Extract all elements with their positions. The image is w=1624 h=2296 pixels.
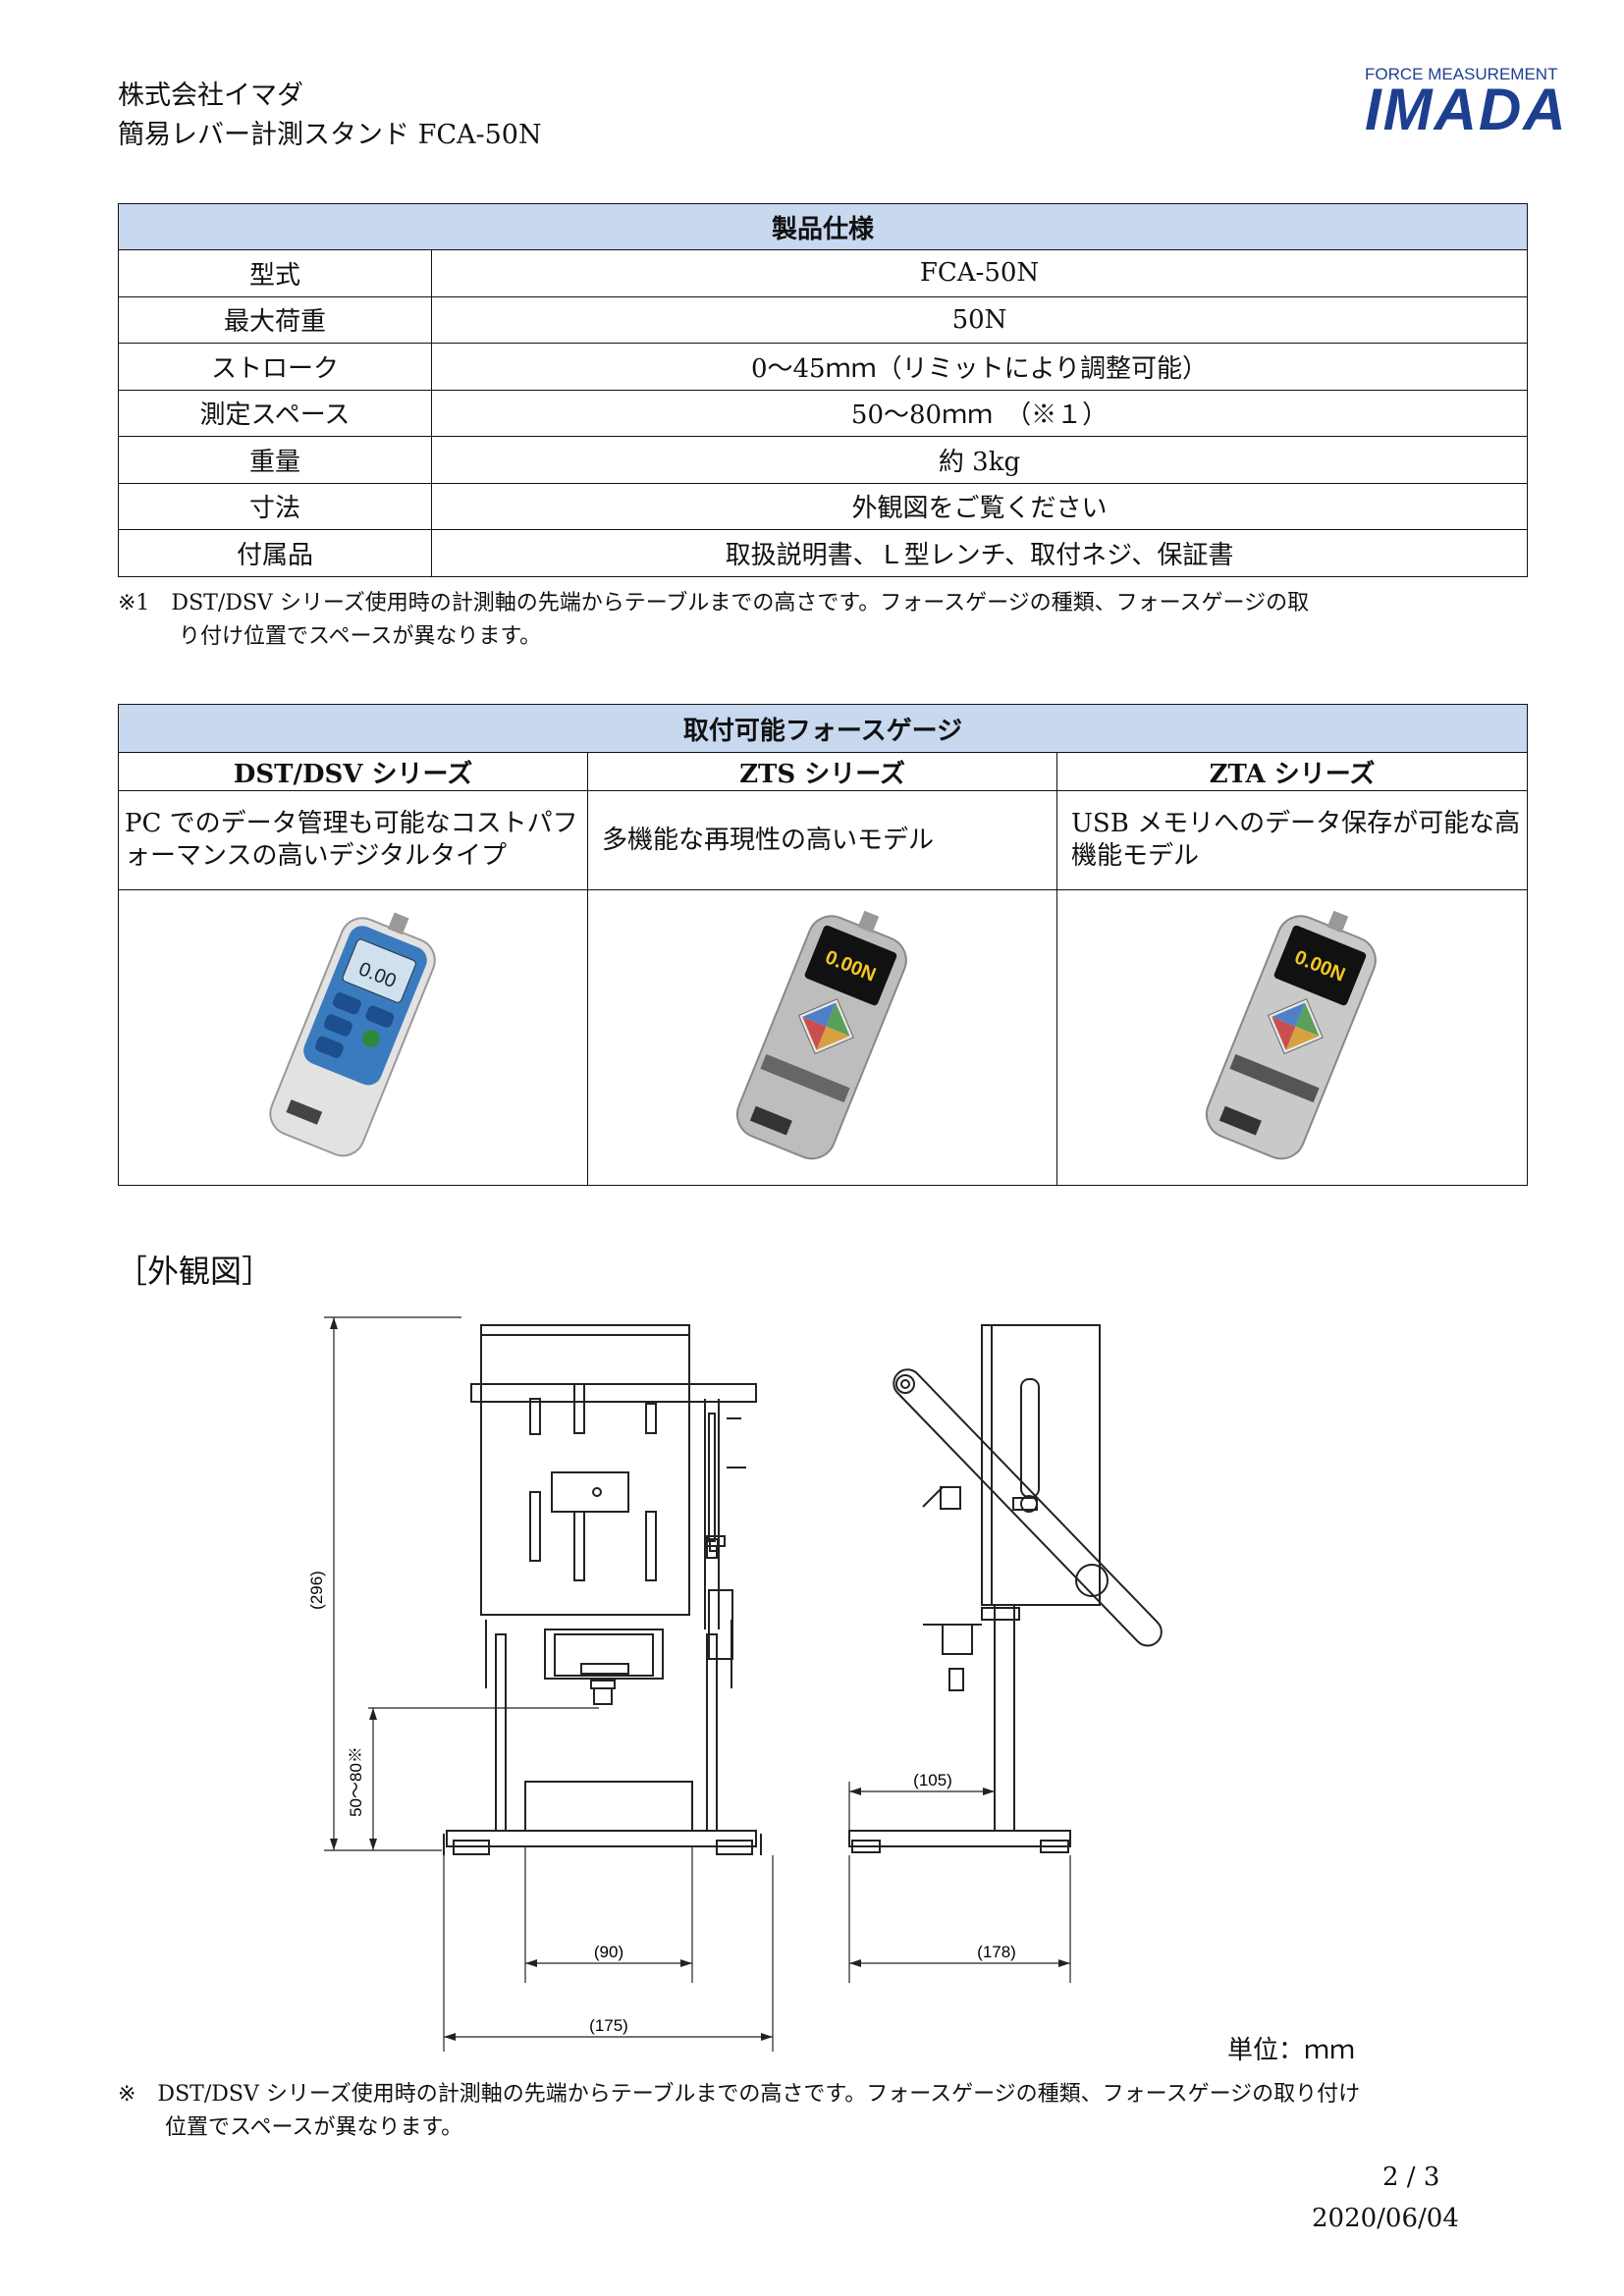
dim-space: 50～80※ — [347, 1746, 365, 1817]
footnote-2-line1: ※ DST/DSV シリーズ使用時の計測軸の先端からテーブルまでの高さです。フォ… — [118, 2082, 1361, 2107]
footnote-1-line1: ※1 DST/DSV シリーズ使用時の計測軸の先端からテーブルまでの高さです。フ… — [118, 591, 1310, 615]
spec-value: 取扱説明書、Ｌ型レンチ、取付ネジ、保証書 — [431, 529, 1528, 577]
dim-inner-width: (90) — [594, 1943, 623, 1961]
footnote-2-line2: 位置でスペースが異なります。 — [165, 2115, 463, 2140]
gauge-name: ZTA シリーズ — [1056, 752, 1528, 791]
dim-side-offset: (105) — [913, 1771, 952, 1789]
footnote-2: ※ DST/DSV シリーズ使用時の計測軸の先端からテーブルまでの高さです。フォ… — [118, 2078, 1360, 2145]
spec-label: 寸法 — [118, 482, 432, 530]
gauge-desc: 多機能な再現性の高いモデル — [587, 790, 1057, 890]
zts-gauge-image: 0.00N — [735, 910, 907, 1159]
exterior-drawing: (296) 50～80※ (90) (175) (105) (178) — [307, 1316, 1163, 2052]
gauge-image-cell: 0.00 — [118, 889, 588, 1186]
unit-label: 単位：ｍｍ — [1227, 2036, 1356, 2065]
dim-depth: (178) — [977, 1943, 1016, 1961]
front-frame — [480, 1324, 690, 1616]
zta-gauge-image: 0.00N — [1205, 910, 1377, 1159]
table-row: 最大荷重 50N — [118, 295, 1528, 344]
spec-label: 最大荷重 — [118, 295, 432, 344]
gauge-table: 取付可能フォースゲージ DST/DSV シリーズ ZTS シリーズ ZTA シリ… — [118, 704, 1528, 1186]
gauge-name: DST/DSV シリーズ — [118, 752, 588, 791]
page-number: 2 / 3 — [1382, 2163, 1440, 2192]
spec-label: 付属品 — [118, 529, 432, 577]
spec-value: 50～80ｍｍ （※１） — [431, 389, 1528, 437]
drawing-title: ［外観図］ — [116, 1253, 274, 1290]
dst-gauge-image: 0.00 — [268, 912, 436, 1156]
dim-height: (296) — [307, 1571, 326, 1610]
logo-brand: IMADA — [1365, 77, 1568, 142]
imada-logo: FORCE MEASUREMENT IMADA — [1365, 65, 1576, 142]
table-row: 測定スペース 50～80ｍｍ （※１） — [118, 389, 1528, 437]
spec-label: 測定スペース — [118, 389, 432, 437]
gauge-name: ZTS シリーズ — [587, 752, 1057, 791]
table-row: 付属品 取扱説明書、Ｌ型レンチ、取付ネジ、保証書 — [118, 529, 1528, 577]
table-row: 重量 約 3kg — [118, 436, 1528, 484]
spec-value: 50N — [431, 295, 1528, 344]
spec-value: 約 3kg — [431, 436, 1528, 484]
table-row: ストローク 0～45ｍｍ（リミットにより調整可能） — [118, 343, 1528, 391]
product-title: 簡易レバー計測スタンド FCA-50N — [118, 120, 542, 150]
spec-value: 0～45ｍｍ（リミットにより調整可能） — [431, 343, 1528, 391]
spec-label: 重量 — [118, 436, 432, 484]
spec-value: FCA-50N — [431, 249, 1528, 297]
document-date: 2020/06/04 — [1312, 2204, 1459, 2233]
footnote-1-line2: り付け位置でスペースが異なります。 — [179, 624, 542, 649]
gauge-image-cell: 0.00N — [1056, 889, 1528, 1186]
logo-tagline: FORCE MEASUREMENT — [1365, 65, 1558, 83]
side-frame — [981, 1324, 1101, 1606]
gauge-table-title: 取付可能フォースゲージ — [118, 704, 1528, 753]
spec-value: 外観図をご覧ください — [431, 482, 1528, 530]
company-name: 株式会社イマダ — [118, 80, 303, 111]
footnote-1: ※1 DST/DSV シリーズ使用時の計測軸の先端からテーブルまでの高さです。フ… — [118, 587, 1309, 654]
spec-table-title: 製品仕様 — [118, 203, 1528, 250]
dim-width: (175) — [589, 2016, 628, 2035]
gauge-desc: PC でのデータ管理も可能なコストパフォーマンスの高いデジタルタイプ — [118, 790, 588, 890]
gauge-desc: USB メモリへのデータ保存が可能な高機能モデル — [1056, 790, 1528, 890]
spec-table: 製品仕様 型式 FCA-50N 最大荷重 50N ストローク 0～45ｍｍ（リミ… — [118, 203, 1528, 577]
gauge-image-cell: 0.00N — [587, 889, 1057, 1186]
table-row: 寸法 外観図をご覧ください — [118, 482, 1528, 530]
spec-label: 型式 — [118, 249, 432, 297]
spec-label: ストローク — [118, 343, 432, 391]
table-row: 型式 FCA-50N — [118, 249, 1528, 297]
